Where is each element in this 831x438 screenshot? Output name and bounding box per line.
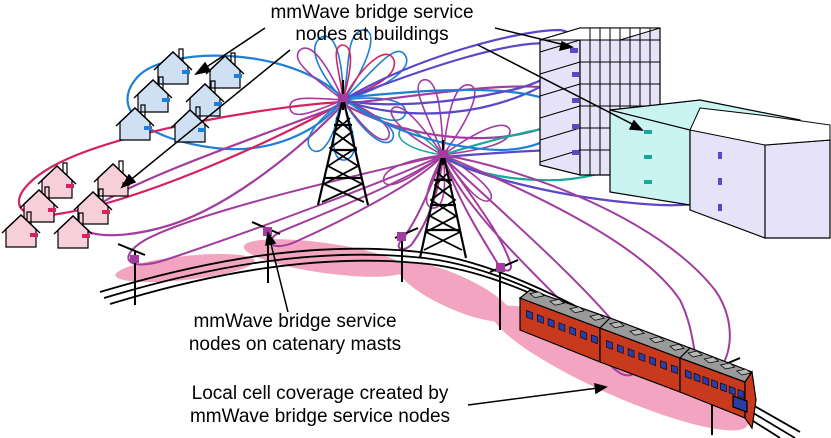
train-roof-unit [549,298,565,306]
beam-to-mast-2 [269,154,444,248]
coverage-ellipse-1 [115,254,255,282]
tower-antenna-nodes [338,94,448,158]
beam-lobes-rail [127,154,731,377]
train-roof-unit [629,328,645,336]
train-window [606,339,613,350]
train-window [702,375,710,386]
train-window [580,330,587,341]
train-window [737,388,745,399]
tall-building [539,27,661,176]
train-roof-units [529,291,752,376]
tower-2 [418,140,468,259]
blue-houses-cluster [115,48,245,143]
train-window [536,314,544,324]
train-window [569,326,577,337]
train-window [671,364,678,375]
train-roof-unit [735,368,752,376]
mast-node-3 [397,232,406,241]
callout-arrows [120,27,644,406]
train-window [693,372,701,383]
coverage-ellipse-3 [397,262,513,322]
mast-node-1 [130,255,139,263]
masts-label-line2: nodes on catenary masts [189,334,401,355]
train-window [649,356,657,367]
train-window [616,344,624,354]
mast-node-4 [496,263,505,272]
coverage-label-line1: Local cell coverage created by [192,383,449,404]
buildings-label-line1: mmWave bridge service [270,2,473,23]
train-window [728,385,736,396]
coverage-ellipse-2 [243,239,407,277]
tall-building-nodes [570,48,579,155]
train-window [711,379,718,390]
blue-house-nodes [144,70,242,132]
train-window [638,352,646,363]
pink-beam-lobe [17,100,344,217]
train-window [627,348,635,358]
train-roof-unit [719,362,736,370]
train-roof-unit [529,291,545,299]
coverage-label-line2: mmWave bridge service nodes [190,406,450,427]
tower-1 [316,80,370,206]
train-window [526,309,533,320]
train-window [558,322,566,333]
train-window [547,318,555,328]
beam-to-train-front [442,156,639,377]
train-roof-unit [687,350,704,358]
train-window [660,360,667,371]
tower1-radiation-pattern [289,29,408,161]
beam-to-mast-1 [127,154,444,266]
train-roof-unit [669,343,685,351]
masts-label-line1: mmWave bridge service [193,311,396,332]
office-building-nodes [644,130,722,211]
beam-to-mast-4 [442,154,512,272]
office-building [609,99,831,239]
train-roof-unit [589,313,605,321]
train-window [591,334,598,345]
train-window [684,369,692,380]
train-roof-unit [649,336,665,344]
train-windows [526,309,745,399]
train-roof-unit [703,356,720,364]
train-window [720,382,727,393]
train-roof-unit [569,306,585,314]
train-roof-unit [609,321,625,329]
buildings-label-line2: nodes at buildings [295,24,448,45]
